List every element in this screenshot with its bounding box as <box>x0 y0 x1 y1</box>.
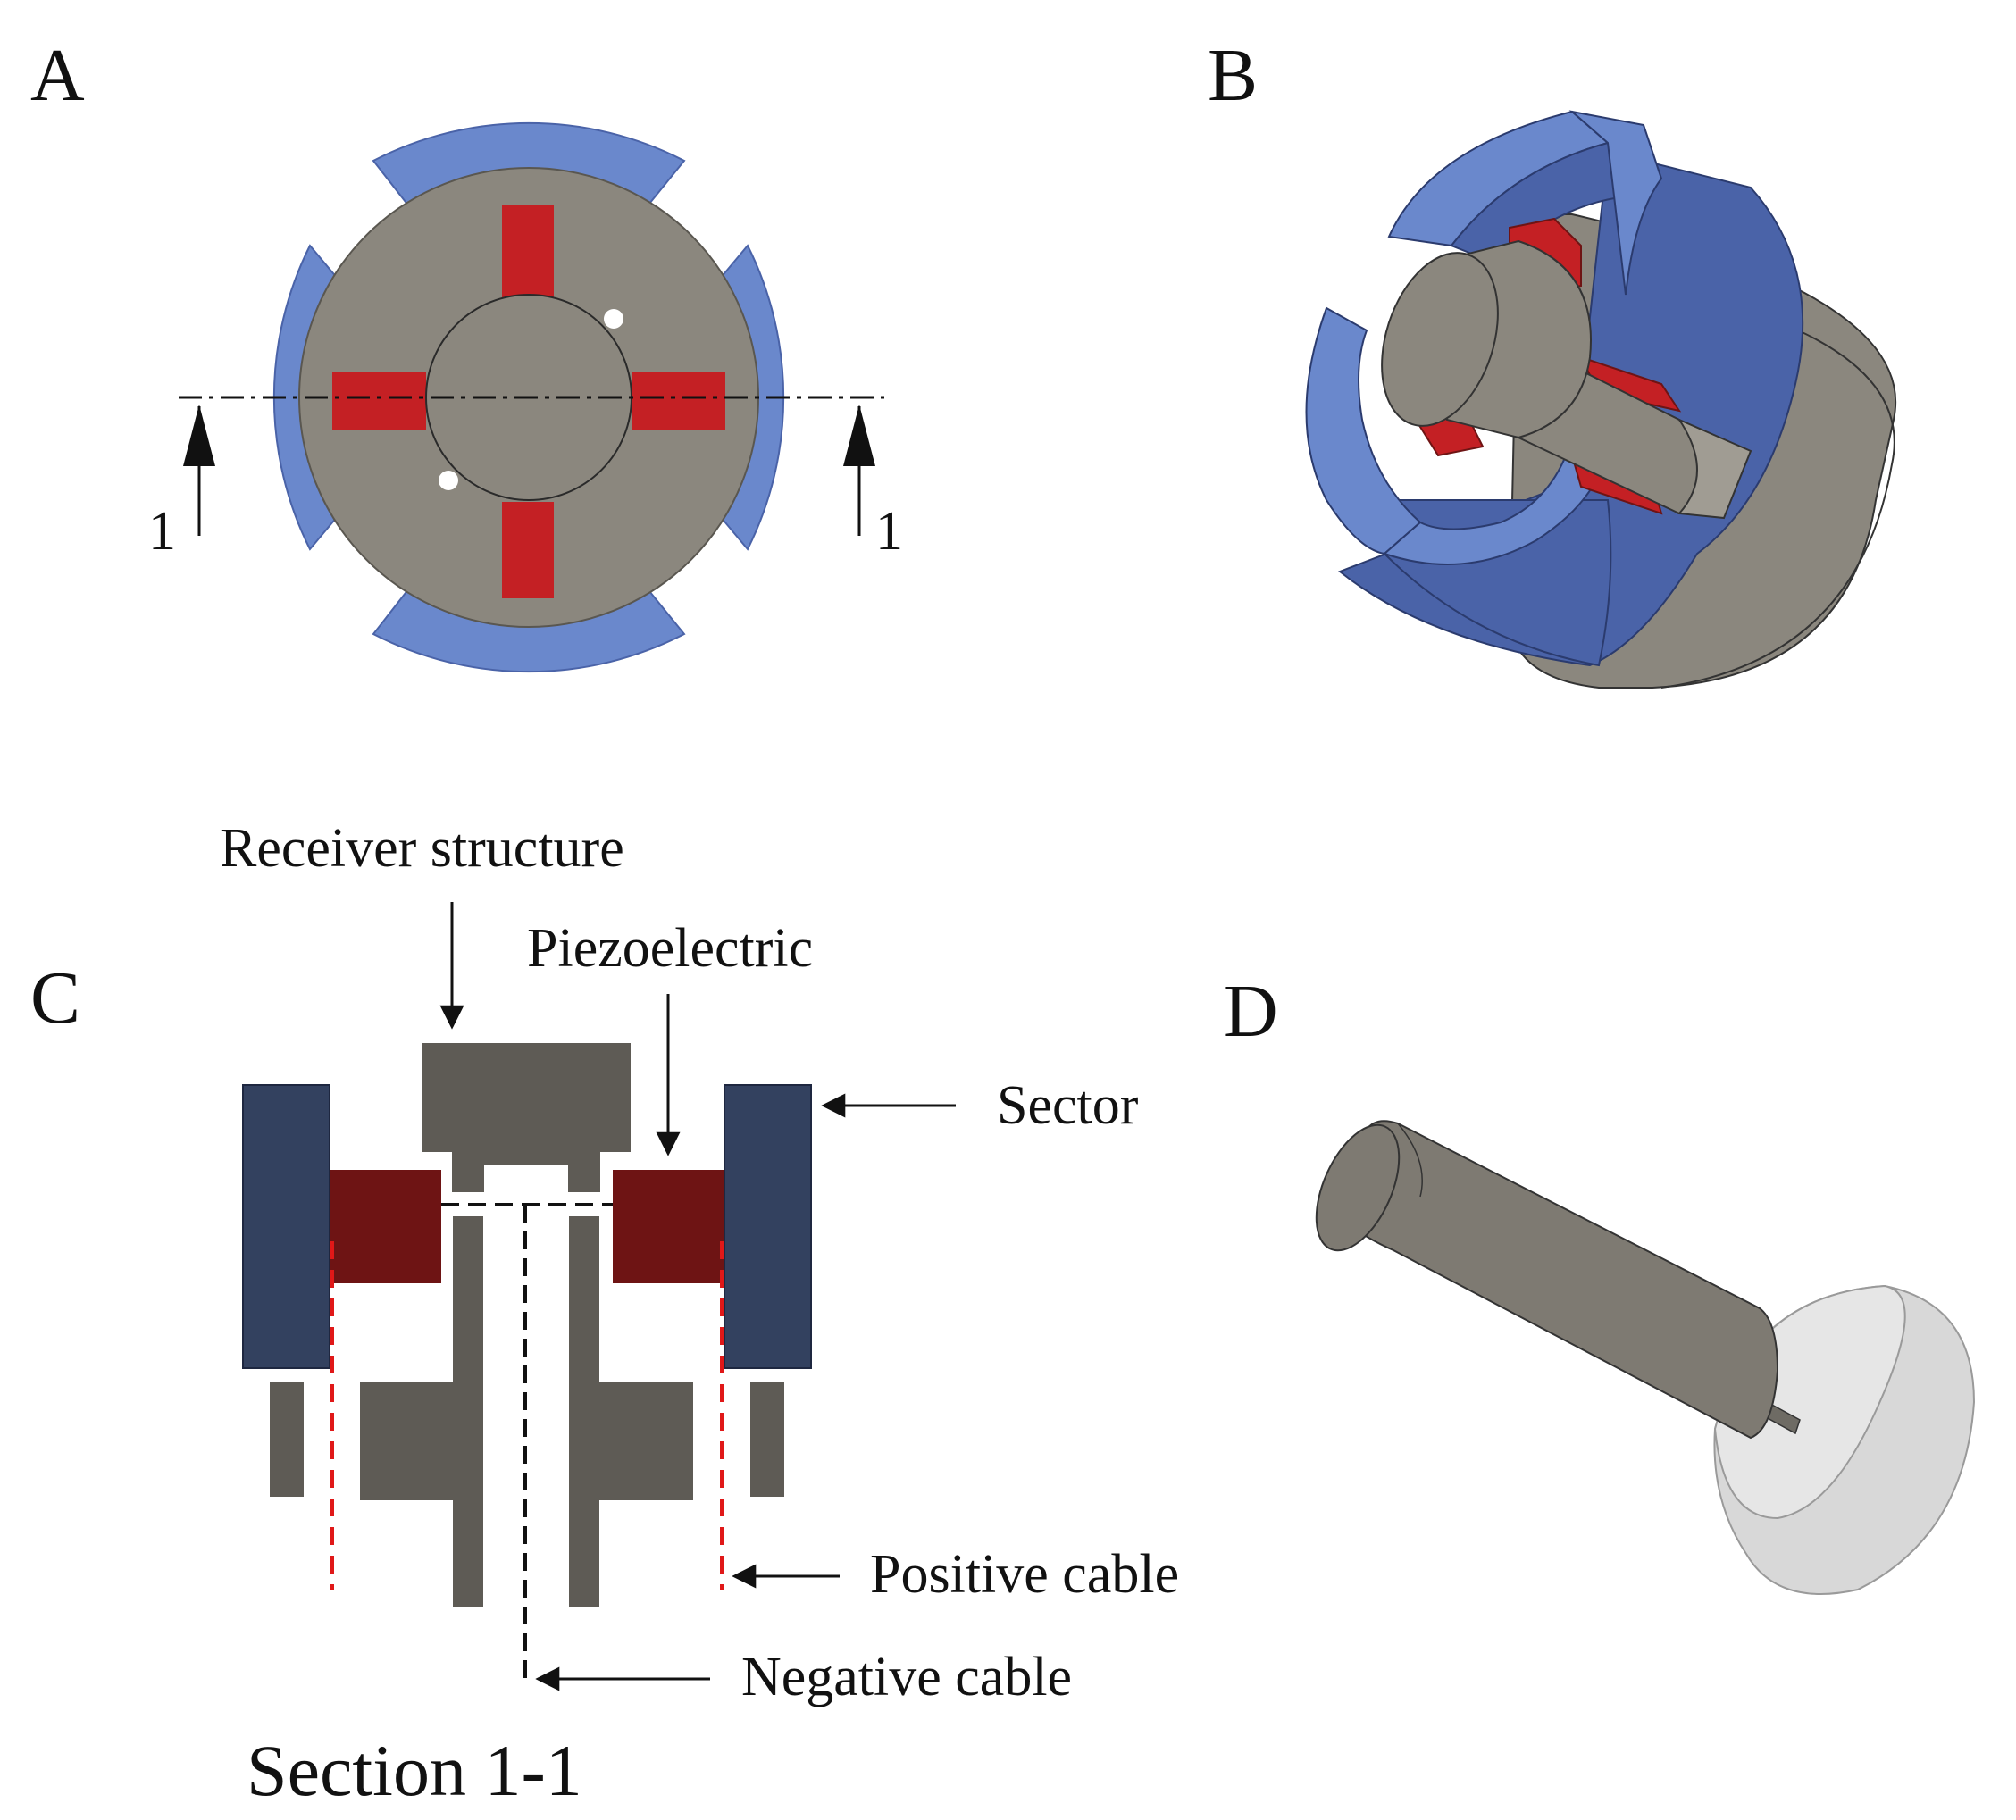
lower-body-left <box>360 1216 483 1607</box>
hole-upper <box>604 309 623 329</box>
sector-block-right <box>724 1084 812 1369</box>
panel-a: A 1 1 <box>30 34 903 673</box>
receiver-block <box>422 1043 631 1192</box>
rod-end-face <box>1315 1123 1401 1252</box>
section-marker-left: 1 <box>148 501 176 562</box>
base-cylinder-rim <box>1660 321 1895 689</box>
panel-b: B <box>1208 34 1897 689</box>
panel-d: D <box>1224 970 1976 1595</box>
panel-c-letter: C <box>30 956 80 1039</box>
piezo-bar-bottom <box>502 502 554 598</box>
receiver-head-face <box>1381 252 1499 427</box>
section-arrowhead-left <box>183 405 215 466</box>
label-receiver-structure: Receiver structure <box>220 818 624 879</box>
outer-post-right <box>750 1382 784 1497</box>
receiver-shaft-flat <box>1677 417 1752 520</box>
shell-sector-right-face <box>1568 110 1663 296</box>
section-arrowhead-right <box>843 405 875 466</box>
hole-lower <box>439 471 458 490</box>
panel-a-letter: A <box>30 34 85 117</box>
section-marker-right: 1 <box>875 501 903 562</box>
label-sector: Sector <box>997 1075 1139 1136</box>
label-positive-cable: Positive cable <box>870 1544 1179 1605</box>
section-title: Section 1-1 <box>247 1730 582 1811</box>
panel-b-letter: B <box>1208 34 1258 117</box>
piezo-block-left <box>330 1170 441 1283</box>
label-negative-cable: Negative cable <box>741 1647 1072 1707</box>
piezo-bar-left <box>332 372 426 430</box>
piezo-block-right <box>613 1170 724 1283</box>
sector-block-left <box>242 1084 330 1369</box>
rod-edge-line <box>1397 1123 1423 1198</box>
outer-post-left <box>270 1382 304 1497</box>
piezo-bar-right <box>632 372 725 430</box>
lower-body-right <box>569 1216 693 1607</box>
label-piezoelectric: Piezoelectric <box>527 918 813 979</box>
panel-d-letter: D <box>1224 970 1278 1053</box>
panel-c: C Receiver structure Piezoelectric Secto… <box>30 818 1179 1811</box>
